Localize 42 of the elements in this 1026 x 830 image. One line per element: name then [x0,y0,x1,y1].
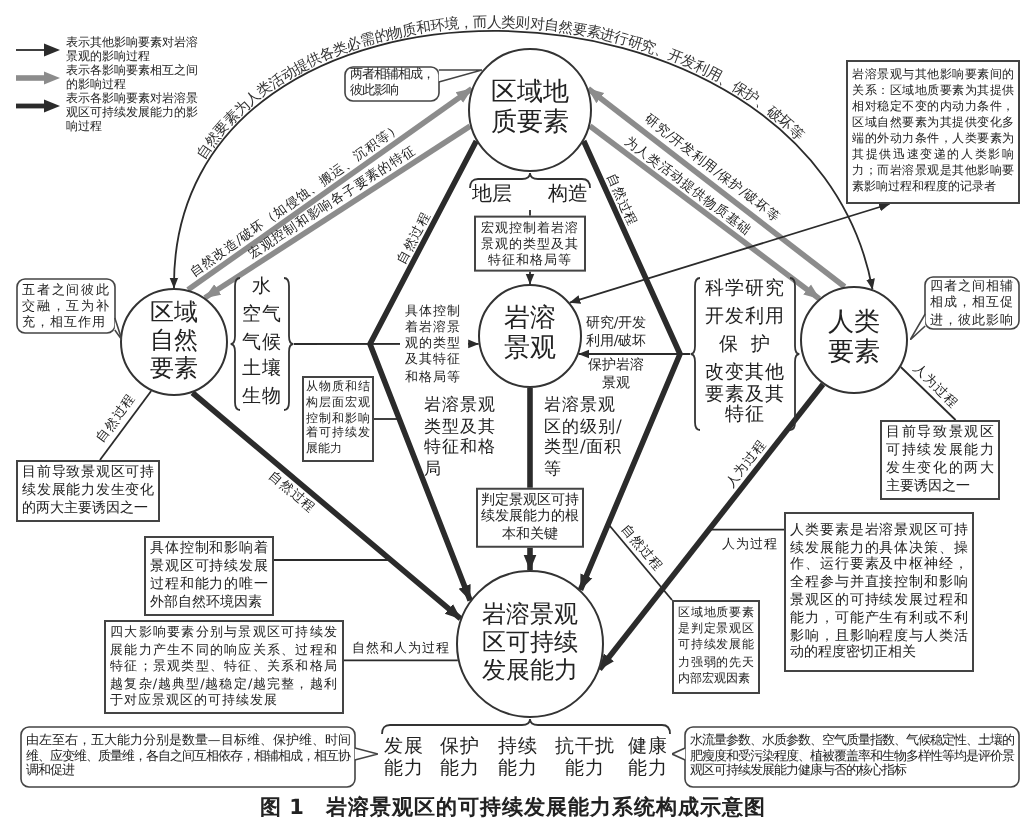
element-label: 开发利用 [705,307,785,329]
arrow [568,202,891,304]
leader-line [708,528,785,531]
element-circle: 区域地质要素 [468,48,592,172]
element-circle: 区域自然要素 [120,288,228,396]
element-label: 保护 [717,335,783,358]
arrow [577,139,683,591]
leader-line [373,418,401,420]
element-label: 发展能力 [384,738,424,782]
arrow [597,382,826,672]
element-label: 保护能力 [440,738,480,782]
arrow [367,139,479,602]
arrow [586,86,847,290]
element-label: 持续能力 [498,738,538,782]
element-label: 地层 [472,184,512,207]
figure-caption: 图 1 岩溶景观区的可持续发展能力系统构成示意图 [258,794,768,822]
arrow [190,390,463,621]
arrow [186,86,474,293]
leader-line [607,523,673,601]
element-label: 土壤 [242,360,282,383]
element-circle: 岩溶景观区可持续发展能力 [456,570,604,718]
arrow [171,30,874,291]
element-label: 健康能力 [628,738,668,782]
element-label: 构造 [548,184,588,207]
leader-line [99,390,153,461]
arrow [577,349,691,359]
element-label: 抗干扰能力 [553,738,617,782]
arrow [588,123,821,301]
element-circle: 人类要素 [800,286,908,394]
element-label: 空气 [242,305,282,328]
arrow [203,123,472,301]
element-label: 气候 [242,333,282,355]
annotation-text: 岩溶景观区的级别/类型/面积等 [544,396,624,481]
leader-line [899,366,957,421]
element-label: 水 [252,278,272,301]
element-label: 科学研究 [705,279,785,301]
leader-line [343,659,459,662]
element-label: 生物 [242,387,282,410]
element-circle: 岩溶景观 [478,284,582,388]
leader-line [273,559,392,561]
annotation-text: 岩溶景观类型及其特征和格局 [424,396,498,481]
element-label: 改变其他要素及其特征 [703,363,787,429]
